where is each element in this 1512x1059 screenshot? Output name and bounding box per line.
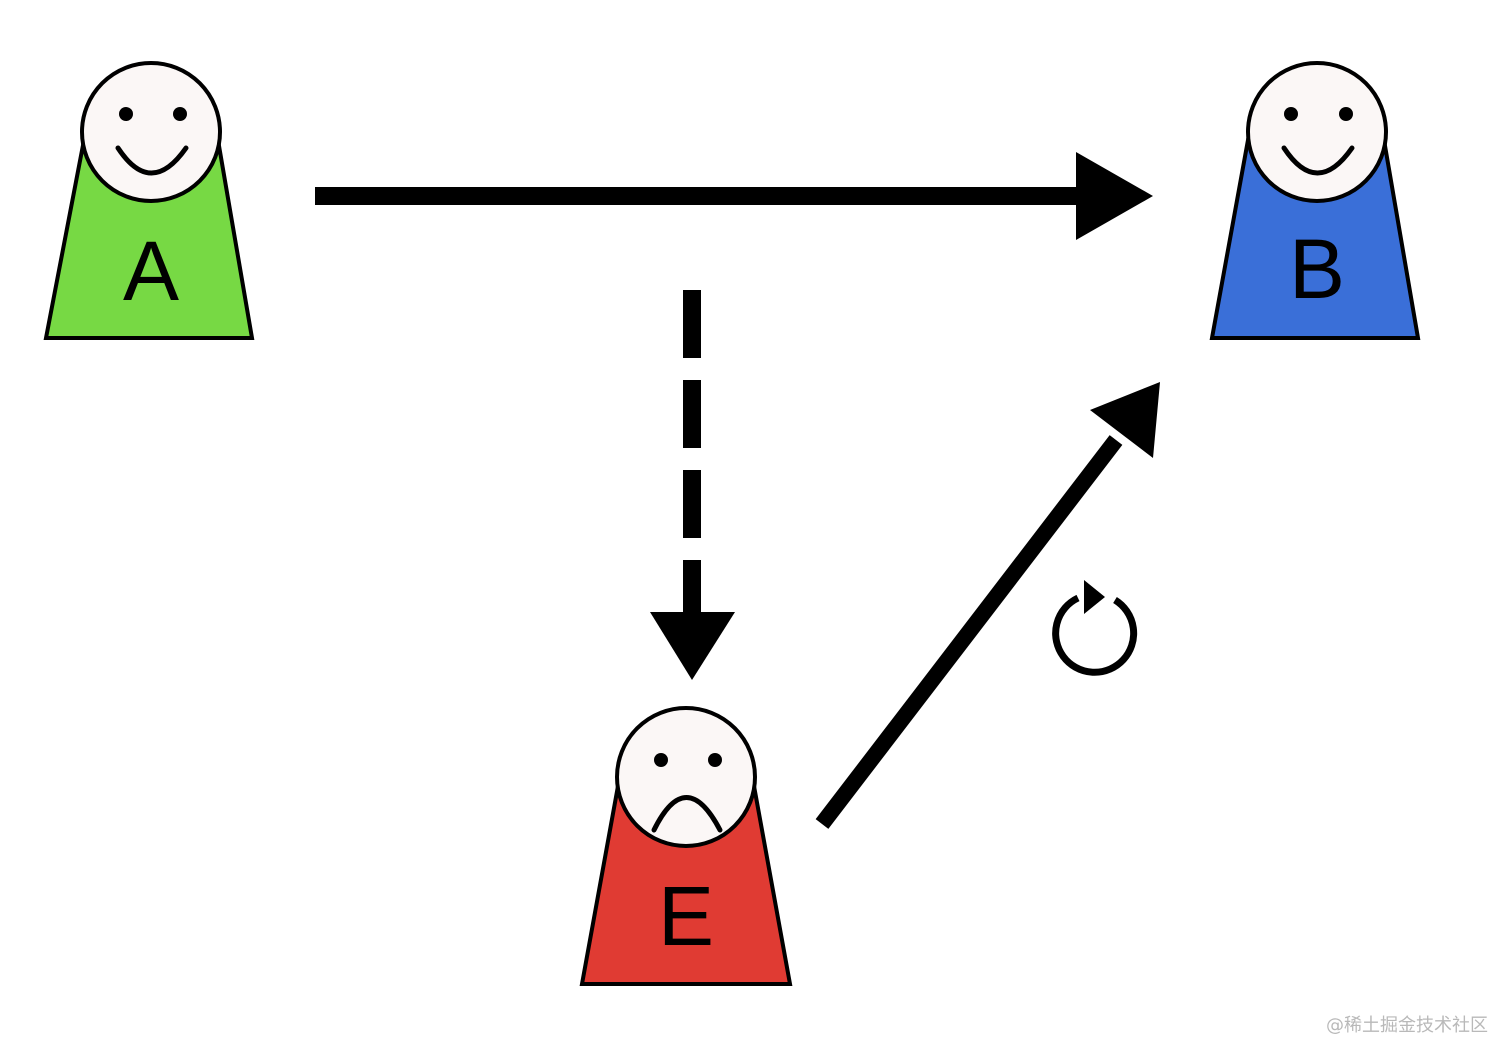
edge-a-to-e-arrowhead <box>650 612 735 680</box>
person-b-face <box>1246 61 1388 203</box>
edge-a-to-e <box>650 290 735 680</box>
edge-a-to-b-arrowhead <box>1076 152 1153 240</box>
edge-e-to-b-line <box>815 435 1123 829</box>
person-e-left-eye <box>654 753 668 767</box>
person-b-label: B <box>1289 222 1345 316</box>
person-a-left-eye <box>119 107 133 121</box>
person-e-frown <box>651 795 723 833</box>
person-a-smile <box>115 145 189 176</box>
watermark: @稀土掘金技术社区 <box>1326 1015 1488 1036</box>
person-e-right-eye <box>708 753 722 767</box>
person-b-right-eye <box>1339 107 1353 121</box>
person-a: A <box>43 61 255 340</box>
person-e: E <box>579 706 793 986</box>
person-a-right-eye <box>173 107 187 121</box>
person-a-label: A <box>123 224 179 318</box>
edge-a-to-b <box>315 152 1153 240</box>
person-e-label: E <box>658 869 714 963</box>
person-b-smile <box>1281 145 1355 176</box>
person-b: B <box>1209 61 1421 340</box>
person-b-left-eye <box>1284 107 1298 121</box>
person-e-face <box>615 706 757 848</box>
person-a-face <box>80 61 222 203</box>
replay-icon <box>1052 580 1138 676</box>
edge-e-to-b-arrowhead <box>1090 382 1160 458</box>
edge-e-to-b <box>815 382 1160 829</box>
